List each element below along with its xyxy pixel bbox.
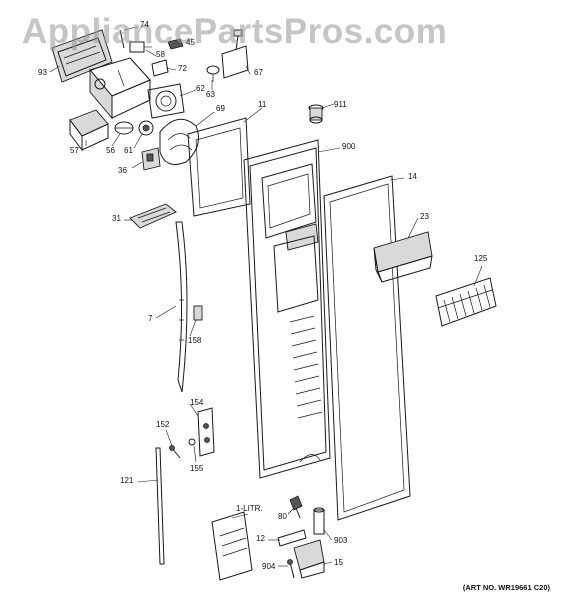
callout-62: 62 [196,84,205,93]
callout-7: 7 [148,314,153,323]
watermark-logo-text: AppliancePartsPros.com [22,12,448,51]
screw-904 [287,559,295,579]
callout-23: 23 [420,212,429,221]
callout-911: 911 [334,100,347,109]
hinge-bushing-63 [206,65,220,82]
callout-15: 15 [334,558,343,567]
door-vent-slots [289,315,323,419]
wire-basket-125 [435,277,497,327]
art-number: (ART NO. WR19661 C20) [462,583,550,592]
recess-frame-11 [187,117,251,217]
callout-14: 14 [408,172,417,181]
callout-903: 903 [334,536,348,545]
door-outer-900 [243,139,331,479]
screw-152 [169,445,181,459]
trim-strip-121 [155,447,165,565]
callout-57: 57 [70,146,79,155]
callout-72: 72 [178,64,187,73]
callout-36: 36 [118,166,127,175]
auger-motor-part-62 [147,83,185,119]
part-158 [193,305,203,321]
callout-93: 93 [38,68,47,77]
part-903 [313,507,325,535]
door-handle-strip-7 [175,221,188,393]
callout-154: 154 [190,398,204,407]
switch-part-36 [141,147,161,171]
leader-lines [49,49,483,567]
callout-67: 67 [254,68,263,77]
callout-155: 155 [190,464,204,473]
callout-12: 12 [256,534,265,543]
gear-housing-69 [159,118,199,165]
dispenser-housing [89,57,151,120]
callout-904: 904 [262,562,276,571]
ice-chute-cover-31 [129,203,177,229]
part-155 [188,438,196,446]
callout-158: 158 [188,336,202,345]
hinge-bracket-154 [197,407,215,457]
callout-61: 61 [124,146,133,155]
dispenser-control-board [51,29,113,83]
part-45 [167,38,184,50]
callout-74: 74 [140,20,149,29]
part-56 [114,121,134,135]
part-12 [277,529,307,547]
part-72 [151,59,169,77]
callout-58: 58 [156,50,165,59]
part-74 [119,26,138,49]
literature-booklet [211,511,253,581]
callout-45: 45 [186,38,195,47]
callout-69: 69 [216,104,225,113]
solenoid-part-57 [69,109,109,152]
door-gasket-14 [323,175,411,521]
hinge-bushing-911 [308,104,324,124]
hinge-15 [293,539,325,579]
callout-152: 152 [156,420,170,429]
callout-121: 121 [120,476,134,485]
callout-31: 31 [112,214,121,223]
callout-56: 56 [106,146,115,155]
callout-63: 63 [206,90,215,99]
callout-80: 80 [278,512,287,521]
callout-11: 11 [258,100,267,109]
callout-1-litr: 1-LITR. [236,504,263,513]
door-bin-23 [373,231,433,283]
callout-900: 900 [342,142,356,151]
callout-125: 125 [474,254,488,263]
actuator-part-58 [129,41,152,53]
screw-80 [289,495,303,519]
part-61 [138,120,154,136]
